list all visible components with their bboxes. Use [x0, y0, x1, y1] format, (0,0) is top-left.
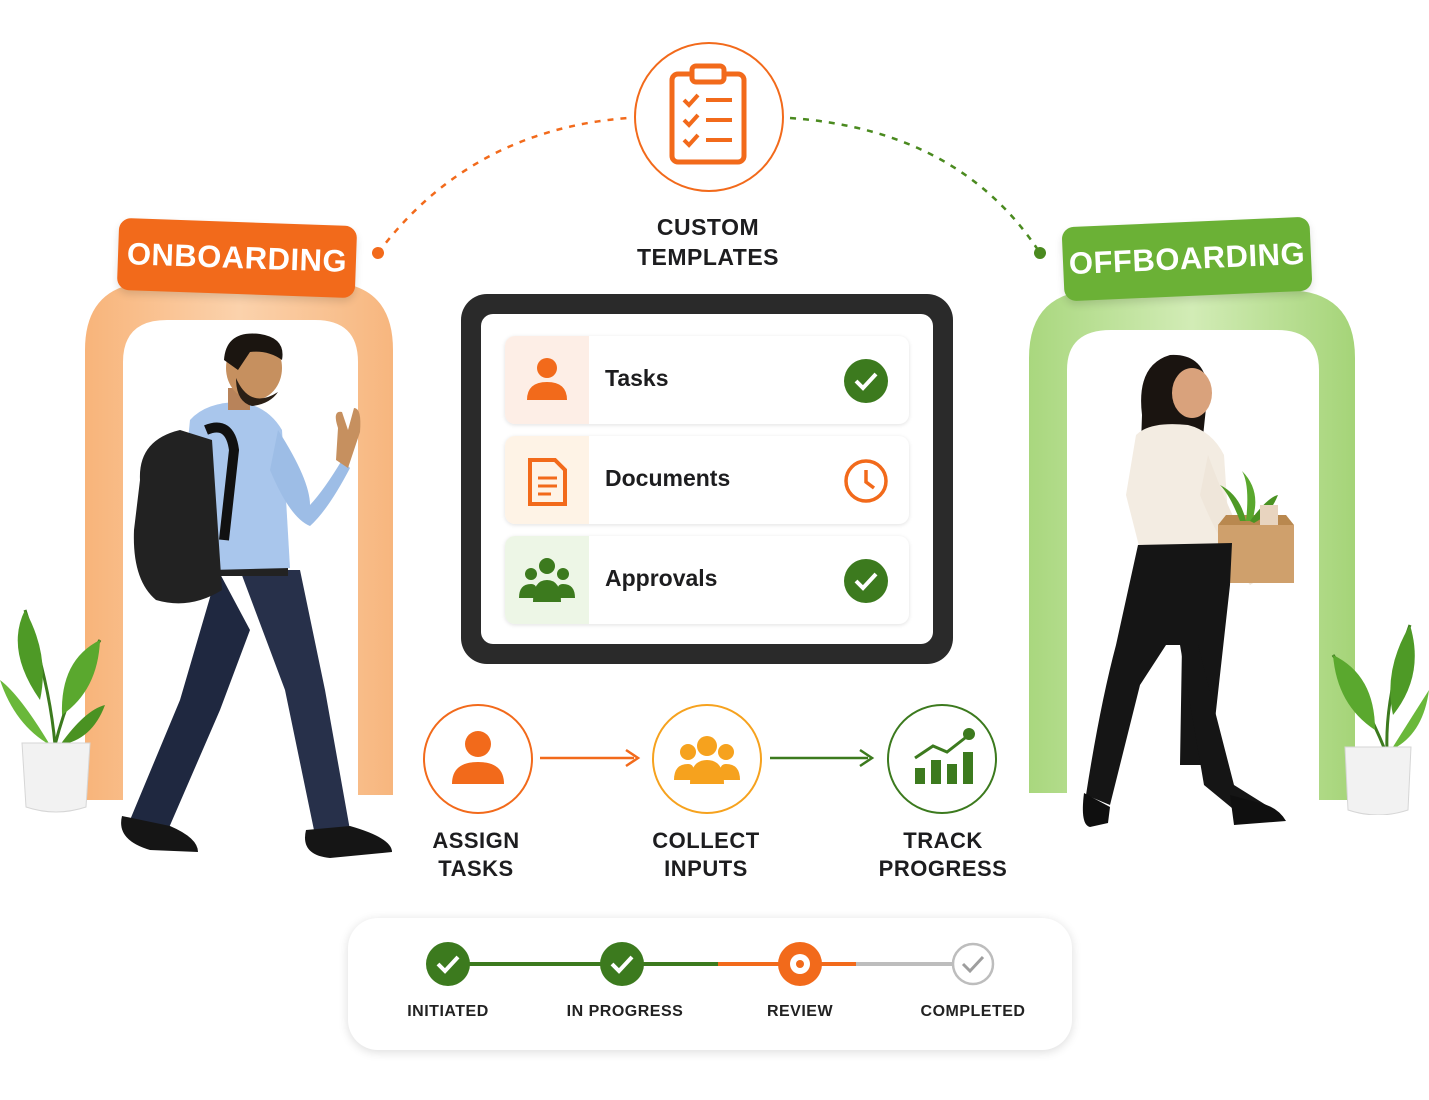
tablet-screen: Tasks Documents [481, 314, 933, 644]
plant-right-icon [1331, 624, 1429, 815]
onboarding-banner: ONBOARDING [116, 217, 358, 299]
progress-stepper-card [348, 918, 1072, 1050]
checklist-item-approvals[interactable]: Approvals [505, 536, 909, 624]
flow-label-collect: COLLECT INPUTS [616, 827, 796, 883]
person-icon [527, 358, 567, 400]
flow-label-line: COLLECT [652, 828, 760, 853]
checklist-item-label: Documents [605, 465, 731, 491]
checklist-item-documents[interactable]: Documents [505, 436, 909, 524]
custom-templates-line1: CUSTOM [656, 214, 760, 240]
approvals-icon-box [505, 536, 589, 624]
flow-label-line: TRACK [903, 828, 983, 853]
group-icon [674, 736, 740, 784]
plant-left-icon [0, 609, 105, 813]
clipboard-checklist-icon [669, 63, 747, 165]
documents-icon-box [505, 436, 589, 524]
flow-label-line: PROGRESS [878, 856, 1008, 881]
check-done-icon [844, 559, 888, 603]
flow-label-line: INPUTS [664, 856, 748, 881]
stage-completed-check-icon[interactable] [951, 942, 995, 986]
checklist-item-label: Tasks [605, 365, 669, 391]
person-icon [452, 731, 504, 784]
flow-label-track: TRACK PROGRESS [853, 827, 1033, 883]
tablet-device: Tasks Documents [461, 294, 953, 664]
document-icon [528, 458, 567, 506]
growth-chart-icon [914, 728, 975, 784]
flow-label-assign: ASSIGN TASKS [386, 827, 566, 883]
stage-label-in-progress: IN PROGRESS [566, 1003, 684, 1020]
stage-review-current-icon[interactable] [778, 942, 822, 986]
group-icon [519, 558, 575, 602]
progress-stepper [426, 942, 995, 986]
clock-pending-icon [844, 459, 888, 503]
flow-step-collect[interactable] [652, 704, 762, 814]
offboarding-banner: OFFBOARDING [1061, 216, 1313, 302]
checklist-item-label: Approvals [605, 565, 718, 591]
tasks-icon-box [505, 336, 589, 424]
stage-label-review: REVIEW [766, 1003, 834, 1020]
stage-in-progress-check-icon[interactable] [600, 942, 644, 986]
flow-arrows [540, 748, 875, 768]
stage-label-initiated: INITIATED [407, 1003, 489, 1020]
checklist-item-tasks[interactable]: Tasks [505, 336, 909, 424]
onboarding-arch [85, 282, 393, 800]
employee-onboarding-figure [121, 333, 392, 858]
flow-step-assign[interactable] [423, 704, 533, 814]
flow-label-line: TASKS [438, 856, 514, 881]
offboarding-arch [1029, 290, 1355, 800]
stage-initiated-check-icon[interactable] [426, 942, 470, 986]
employee-offboarding-figure [1082, 354, 1294, 827]
flow-label-line: ASSIGN [432, 828, 520, 853]
check-done-icon [844, 359, 888, 403]
custom-templates-label: CUSTOM TEMPLATES [600, 212, 816, 272]
stage-label-completed: COMPLETED [920, 1003, 1026, 1020]
flow-step-track[interactable] [887, 704, 997, 814]
custom-templates-line2: TEMPLATES [636, 244, 780, 270]
